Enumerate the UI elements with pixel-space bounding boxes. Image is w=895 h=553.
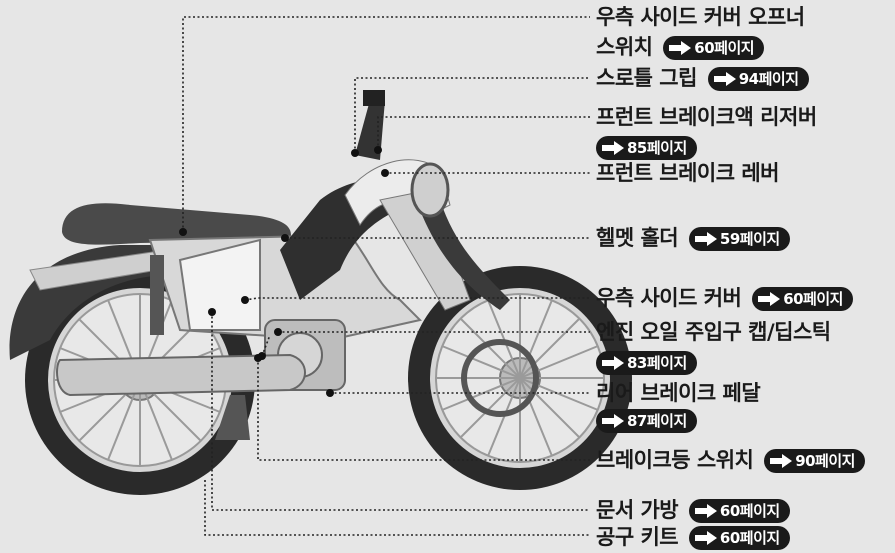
callout-switch: 스위치 60페이지 <box>596 34 765 60</box>
page-ref: 60페이지 <box>694 39 755 57</box>
page-ref-badge[interactable]: 87페이지 <box>596 409 697 433</box>
callout-rear-brake-pedal: 리어 브레이크 페달 <box>596 380 761 406</box>
page-ref-badge[interactable]: 60페이지 <box>752 287 853 311</box>
callout-text: 문서 가방 <box>596 498 679 522</box>
callout-text: 브레이크등 스위치 <box>596 448 754 472</box>
page-ref-badge[interactable]: 85페이지 <box>596 136 697 160</box>
page-ref-badge[interactable]: 60페이지 <box>663 36 765 60</box>
callout-right-side-cover: 우측 사이드 커버 60페이지 <box>596 285 853 311</box>
callout-text: 스위치 <box>596 35 653 59</box>
arrow-right-icon <box>758 292 781 306</box>
arrow-right-icon <box>602 141 624 155</box>
page-ref-badge[interactable]: 94페이지 <box>707 67 809 91</box>
motorcycle-illustration <box>9 90 632 495</box>
page-ref: 60페이지 <box>719 502 780 520</box>
callout-text: 스로틀 그립 <box>596 66 697 90</box>
arrow-right-icon <box>669 41 692 55</box>
page-ref-badge[interactable]: 59페이지 <box>688 227 790 251</box>
page-ref: 60페이지 <box>719 529 780 547</box>
page-ref: 90페이지 <box>795 452 855 470</box>
arrow-right-icon <box>602 356 624 370</box>
callout-engine-oil-cap-ref: 83페이지 <box>596 349 697 375</box>
callout-front-brake-reservoir: 프런트 브레이크액 리저버 <box>596 104 817 130</box>
page-ref: 60페이지 <box>783 290 843 308</box>
callout-text: 공구 키트 <box>596 525 679 549</box>
callout-right-side-cover-opener: 우측 사이드 커버 오프너 <box>596 4 805 30</box>
callout-text: 리어 브레이크 페달 <box>596 381 761 405</box>
page-ref: 83페이지 <box>627 354 687 372</box>
page-ref-badge[interactable]: 60페이지 <box>688 499 790 523</box>
callout-tool-kit: 공구 키트 60페이지 <box>596 524 790 550</box>
callout-text: 프런트 브레이크액 리저버 <box>596 105 817 129</box>
arrow-right-icon <box>602 414 624 428</box>
callout-front-brake-lever: 프런트 브레이크 레버 <box>596 160 780 186</box>
page-ref-badge[interactable]: 83페이지 <box>596 351 697 375</box>
callout-front-brake-reservoir-ref: 85페이지 <box>596 134 697 160</box>
page-ref: 87페이지 <box>627 412 687 430</box>
callout-brake-light-switch: 브레이크등 스위치 90페이지 <box>596 447 865 473</box>
arrow-right-icon <box>713 72 736 86</box>
callout-throttle-grip: 스로틀 그립 94페이지 <box>596 65 809 91</box>
callout-engine-oil-cap: 엔진 오일 주입구 캡/딥스틱 <box>596 319 831 345</box>
callout-text: 엔진 오일 주입구 캡/딥스틱 <box>596 320 831 344</box>
page-ref-badge[interactable]: 60페이지 <box>688 526 790 550</box>
arrow-right-icon <box>694 531 717 545</box>
arrow-right-icon <box>694 232 717 246</box>
callout-text: 우측 사이드 커버 <box>596 286 742 310</box>
leader-lines <box>182 16 590 536</box>
callout-text: 헬멧 홀더 <box>596 226 679 250</box>
page-ref-badge[interactable]: 90페이지 <box>764 449 865 473</box>
page-ref: 85페이지 <box>627 139 687 157</box>
arrow-right-icon <box>770 454 793 468</box>
callout-rear-brake-pedal-ref: 87페이지 <box>596 407 697 433</box>
page-ref: 59페이지 <box>719 230 780 248</box>
callout-text: 프런트 브레이크 레버 <box>596 161 780 185</box>
callout-document-bag: 문서 가방 60페이지 <box>596 497 790 523</box>
arrow-right-icon <box>694 504 717 518</box>
leader-dots <box>179 146 389 397</box>
callout-text: 우측 사이드 커버 오프너 <box>596 5 805 29</box>
page-ref: 94페이지 <box>738 70 799 88</box>
callout-helmet-holder: 헬멧 홀더 59페이지 <box>596 225 790 251</box>
